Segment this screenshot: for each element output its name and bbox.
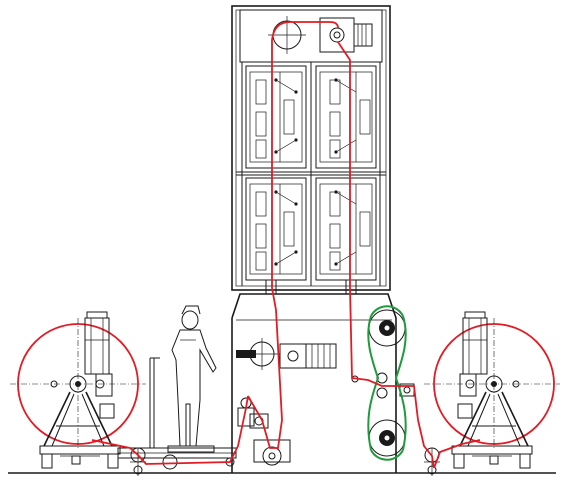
drive-belt: [367, 305, 407, 461]
web-path: [91, 21, 481, 469]
operator-figure: [167, 305, 217, 453]
dryer-module: [245, 65, 307, 169]
dryer-module: [315, 65, 377, 169]
coating-unit: [368, 309, 415, 457]
drying-tower: [231, 5, 391, 295]
rewinder-right: [424, 311, 560, 476]
dryer-module: [315, 177, 377, 281]
unwinder-left: [10, 311, 146, 476]
dryer-module: [245, 177, 307, 281]
lower-frame: [231, 293, 397, 473]
main-drive-motor: [236, 338, 337, 370]
guide-rollers: [237, 375, 359, 466]
